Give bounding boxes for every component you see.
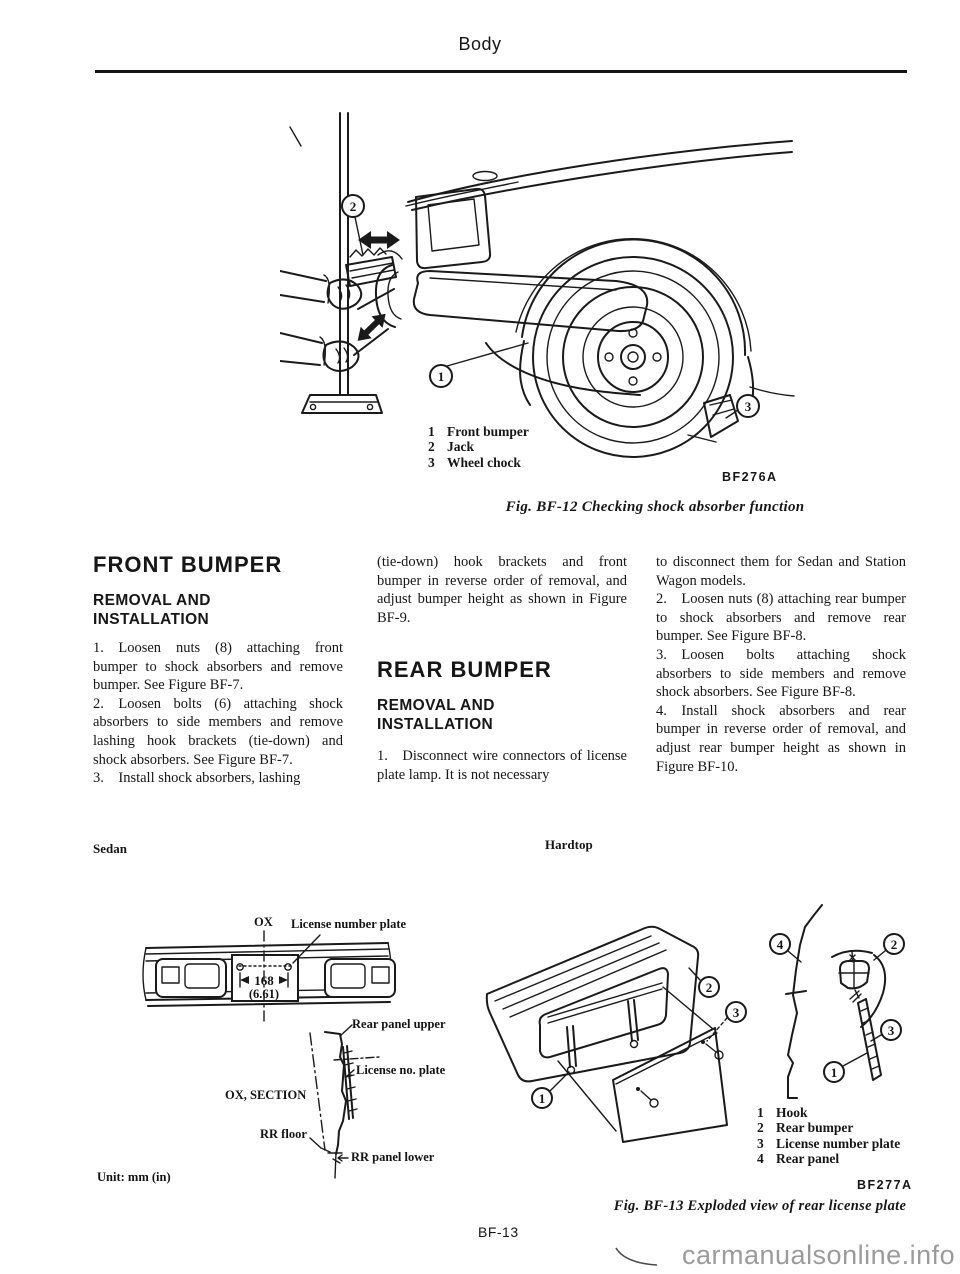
jack-post [289, 112, 383, 414]
fig12-callout-3: 3 [725, 394, 760, 419]
front-bumper-step: 2. Loosen bolts (6) attaching shock abso… [93, 695, 343, 768]
sedan-label: Sedan [93, 841, 127, 856]
front-bumper-subheading: REMOVAL AND INSTALLATION [93, 592, 211, 628]
ox-label: OX [254, 915, 273, 929]
svg-text:2: 2 [706, 980, 713, 995]
svg-text:2: 2 [350, 199, 357, 214]
wheel-chock [687, 394, 739, 443]
column-right: to disconnect them for Sedan and Station… [656, 553, 906, 776]
fig13-callout-2-left: 2 [688, 967, 720, 998]
fig13-callout-1-left: 1 [531, 1071, 570, 1109]
front-bumper-step: 3. Install shock absorbers, lashing [93, 770, 301, 787]
column-middle: (tie-down) hook brackets and front bumpe… [377, 553, 627, 785]
motion-arrows [357, 231, 400, 341]
fig12-code: BF276A [722, 470, 778, 484]
svg-text:3: 3 [733, 1005, 740, 1020]
fig12-callout-2: 2 [341, 194, 365, 256]
fig13-code: BF277A [857, 1178, 913, 1192]
fig13-caption: Fig. BF-13 Exploded view of rear license… [613, 1198, 907, 1214]
fig13-callout-3-right: 3 [870, 1019, 902, 1042]
rear-bumper-subheading: REMOVAL AND INSTALLATION [377, 697, 495, 733]
car-body [405, 140, 795, 406]
svg-text:2: 2 [891, 937, 898, 952]
ox-section-label: OX, SECTION [225, 1088, 306, 1102]
hardtop-exploded-diagram: 1 2 3 4 2 3 [485, 904, 905, 1143]
fig-bf12-drawing: 2 1 3 [280, 112, 795, 458]
svg-text:1: 1 [539, 1091, 546, 1106]
license-no-plate-label: License no. plate [356, 1063, 446, 1077]
fig13-callout-3-left: 3 [706, 1001, 747, 1042]
rear-bumper-step: 1. Disconnect wire connectors of license… [377, 748, 627, 783]
license-strip-part [849, 989, 882, 1081]
license-plate-recess: 168 (6.61) [231, 954, 299, 1002]
license-number-plate-label: License number plate [291, 917, 406, 931]
rr-floor-label: RR floor [260, 1127, 307, 1141]
license-lamp-assembly [831, 949, 887, 1028]
rear-panel-upper-label: Rear panel upper [352, 1017, 446, 1031]
svg-text:1: 1 [831, 1065, 838, 1080]
rear-bumper-part [485, 925, 714, 1132]
front-bumper-step: 1. Loosen nuts (8) attaching front bumpe… [93, 640, 343, 694]
section-view [309, 1024, 380, 1179]
rear-bumper-step: 2. Loosen nuts (8) attaching rear bumper… [656, 591, 906, 645]
svg-text:3: 3 [745, 399, 752, 414]
rear-bumper-heading: REAR BUMPER [377, 657, 552, 683]
hardtop-label: Hardtop [545, 837, 593, 852]
front-bumper-part [374, 187, 649, 396]
license-plate-part [612, 1027, 728, 1143]
front-bumper-continuation: (tie-down) hook brackets and front bumpe… [377, 554, 627, 626]
watermark: carmanualsonline.info [682, 1240, 956, 1270]
rear-panel-band [142, 942, 396, 1007]
rr-panel-lower-label: RR panel lower [351, 1150, 435, 1164]
front-wheel [532, 256, 734, 458]
page-number: BF-13 [478, 1224, 519, 1240]
svg-text:4: 4 [777, 937, 784, 952]
svg-text:1: 1 [438, 369, 445, 384]
rear-panel-section [785, 904, 823, 1099]
unit-label: Unit: mm (in) [97, 1170, 171, 1184]
sedan-license-plate-diagram: 168 (6.61) OX License number plate Rear … [97, 915, 446, 1184]
rear-bumper-continuation: to disconnect them for Sedan and Station… [656, 554, 906, 589]
rear-bumper-step: 3. Loosen bolts attaching shock absorber… [656, 646, 906, 701]
svg-text:3: 3 [888, 1023, 895, 1038]
horizontal-arrow-icon [358, 231, 400, 249]
fig13-callout-1-right: 1 [823, 1052, 868, 1083]
jack-mechanism [345, 247, 403, 287]
fig12-callout-1: 1 [429, 342, 529, 388]
rear-bumper-step: 4. Install shock absorbers and rear bump… [656, 702, 906, 775]
license-plate-leader [292, 934, 321, 964]
watermark-swoosh [615, 1247, 658, 1266]
column-left: FRONT BUMPER REMOVAL AND INSTALLATION 1.… [93, 553, 343, 788]
front-bumper-heading: FRONT BUMPER [93, 552, 283, 577]
fig12-caption: Fig. BF-12 Checking shock absorber funct… [505, 499, 805, 515]
header-rule [95, 70, 907, 73]
fig13-callout-4-right: 4 [769, 933, 802, 963]
fig13-callout-2-right: 2 [873, 933, 905, 961]
diagonal-arrow-icon [357, 313, 386, 341]
page-title: Body [458, 34, 502, 54]
